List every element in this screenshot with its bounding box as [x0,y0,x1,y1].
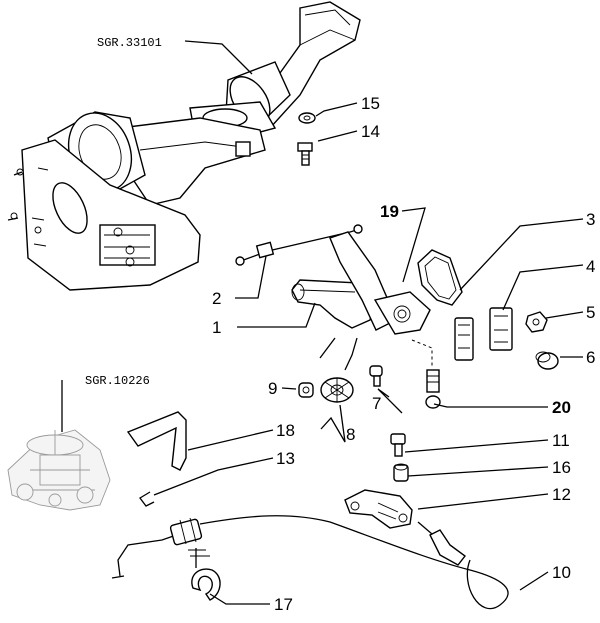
clip-part-13 [139,491,155,507]
callout-8: 8 [346,425,355,444]
callout-1: 1 [212,318,221,337]
switch-part-4 [454,307,513,361]
throttle-cable-part-2 [235,224,363,266]
plug-part-6 [535,351,559,370]
callout-20: 20 [552,398,571,417]
leader-lines [61,40,584,605]
callout-13: 13 [276,449,295,468]
reference-label-sgr-33101: SGR.33101 [97,36,162,50]
callout-18: 18 [276,421,295,440]
bolt-part-20 [411,339,441,409]
callout-12: 12 [552,485,571,504]
callout-11: 11 [552,431,570,450]
cam-lever-part-12 [344,489,413,529]
bolt-part-11 [390,433,406,457]
accelerator-pedal-part-19 [329,231,431,335]
callout-2: 2 [212,289,221,308]
callout-7: 7 [372,394,381,413]
bushing-part-9 [298,382,314,398]
callout-5: 5 [586,303,595,322]
callout-19: 19 [380,202,399,221]
callout-10: 10 [552,563,571,582]
bolt-part-14 [297,142,313,166]
bracket-part-18 [126,411,187,471]
reference-label-sgr-10226: SGR.10226 [85,374,150,388]
gear-wheel-part-8 [320,377,354,403]
nut-part-5 [525,311,548,333]
callout-17: 17 [274,595,293,614]
callout-16: 16 [552,458,571,477]
screw-part-7 [369,365,383,387]
pedal-pad-part-3 [417,249,463,306]
pedal-support-assembly [7,1,361,291]
callout-9: 9 [268,379,277,398]
callout-15: 15 [361,94,380,113]
callout-4: 4 [586,257,595,276]
accelerator-cable-part-10 [111,515,509,610]
carburettor-reference-illustration [7,429,111,511]
pedal-bracket-part-1 [291,279,376,329]
washer-part-15 [298,112,316,124]
spacer-part-16 [393,463,409,482]
callout-14: 14 [361,122,380,141]
callout-3: 3 [586,210,595,229]
callout-6: 6 [586,348,595,367]
clip-part-17 [191,568,221,601]
